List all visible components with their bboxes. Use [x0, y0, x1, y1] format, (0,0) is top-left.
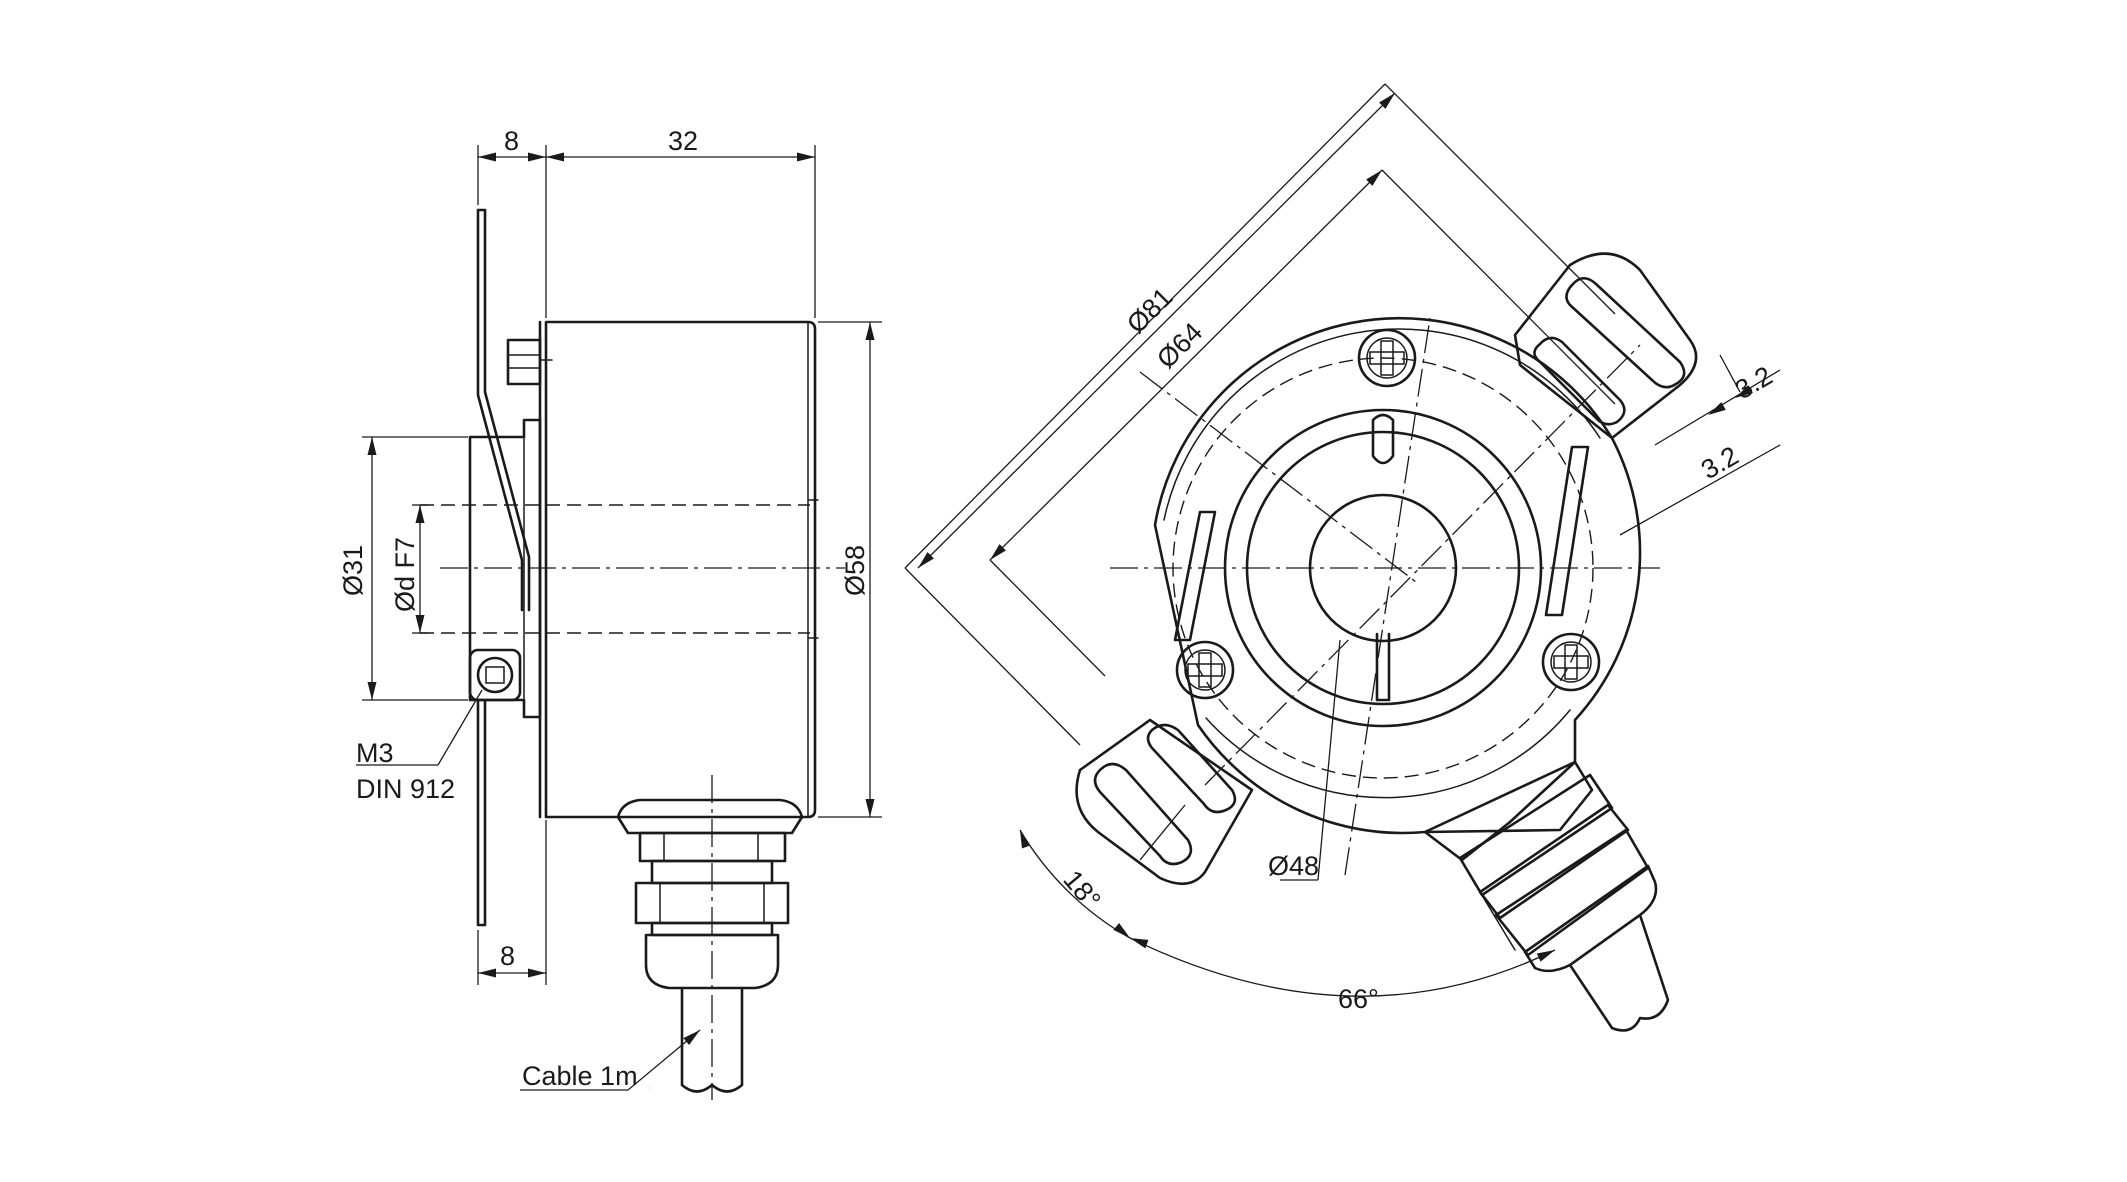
cable-gland-front	[1423, 760, 1670, 1032]
angle-66: 66°	[1338, 984, 1379, 1014]
bolt-circle	[1172, 357, 1594, 779]
dim-d48: Ø48	[1268, 851, 1319, 881]
shaft-bore	[1308, 493, 1458, 643]
cable-label: Cable 1m	[522, 1061, 638, 1091]
screw-right	[1541, 632, 1601, 692]
inner-ring	[1223, 408, 1543, 728]
dim-3-2-upper: 3.2	[1730, 360, 1778, 405]
side-view: 8 32 8 Ø31 Ød F7 Ø58 M3 DIN 912	[338, 126, 882, 1100]
screw-left	[1175, 640, 1235, 700]
dim-d81: Ø81	[1121, 282, 1178, 339]
front-view: Ø81 Ø64 3.2 3.2 Ø48 18° 66°	[904, 83, 1781, 1032]
m3-socket-screw	[468, 648, 522, 702]
screw-label-din912: DIN 912	[356, 774, 455, 804]
diagonal-centerline	[1344, 317, 1431, 876]
cable-gland	[616, 798, 804, 1093]
dim-3-2-lower: 3.2	[1696, 440, 1744, 485]
angle-18: 18°	[1057, 865, 1106, 916]
slot-arm-left	[1173, 510, 1217, 642]
dim-8-top: 8	[504, 126, 519, 156]
dim-d31: Ø31	[338, 545, 368, 596]
dim-dF7: Ød F7	[390, 537, 420, 612]
housing-outline	[1153, 316, 1642, 835]
screw-label-m3: M3	[356, 738, 394, 768]
clamp-ring	[1245, 430, 1521, 706]
stator-coupling	[476, 208, 524, 612]
screw-top	[1357, 328, 1417, 388]
top-screw	[506, 338, 553, 386]
dim-d64: Ø64	[1151, 317, 1208, 374]
dim-8-bottom: 8	[500, 941, 515, 971]
housing-body	[544, 320, 817, 819]
dim-32: 32	[668, 126, 698, 156]
mounting-lug-upper-right	[1513, 252, 1698, 440]
mounting-lug-lower-left	[1075, 718, 1254, 886]
dim-d58: Ø58	[840, 545, 870, 596]
